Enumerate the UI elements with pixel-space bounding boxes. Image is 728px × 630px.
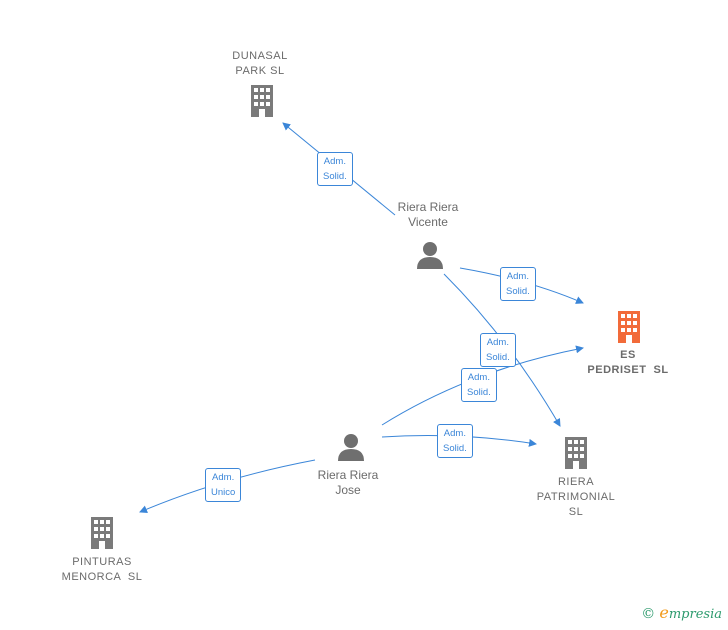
building-icon[interactable]	[87, 516, 117, 550]
role-badge-line1: Adm.	[467, 372, 490, 383]
role-badge-line1: Adm.	[212, 472, 235, 483]
role-badge-jose-pedriset[interactable]: Adm. Solid.	[461, 368, 497, 402]
brand-initial: e	[659, 603, 669, 622]
role-badge-line2: Solid.	[323, 171, 347, 182]
person-vicente-line1: Riera Riera	[397, 200, 459, 214]
person-vicente-label[interactable]: Riera Riera Vicente	[380, 200, 476, 230]
company-es-pedriset-line1: ES	[620, 349, 636, 361]
role-badge-vicente-patrimonial[interactable]: Adm. Solid.	[480, 333, 516, 367]
role-badge-vicente-dunasal[interactable]: Adm. Solid.	[317, 152, 353, 186]
company-riera-patrimonial-line3: SL	[568, 506, 584, 518]
role-badge-line2: Solid.	[467, 387, 491, 398]
company-pinturas-line2: MENORCA SL	[61, 571, 143, 583]
role-badge-line2: Unico	[211, 487, 236, 498]
empresia-watermark[interactable]: © empresia	[641, 603, 722, 622]
building-icon[interactable]	[614, 310, 644, 344]
person-vicente-line2: Vicente	[408, 215, 448, 229]
company-pinturas-label[interactable]: PINTURAS MENORCA SL	[52, 555, 152, 585]
building-icon[interactable]	[561, 436, 591, 470]
role-badge-line2: Solid.	[486, 352, 510, 363]
role-badge-line2: Solid.	[443, 443, 467, 454]
person-icon[interactable]	[415, 240, 445, 270]
role-badge-line1: Adm.	[506, 271, 529, 282]
company-dunasal-label[interactable]: DUNASAL PARK SL	[220, 49, 300, 79]
role-badge-vicente-pedriset[interactable]: Adm. Solid.	[500, 267, 536, 301]
company-pinturas-line1: PINTURAS	[72, 556, 132, 568]
company-riera-patrimonial-line2: PATRIMONIAL	[536, 491, 616, 503]
company-es-pedriset-line2: PEDRISET SL	[587, 364, 669, 376]
company-riera-patrimonial-line1: RIERA	[557, 476, 595, 488]
copyright-symbol: ©	[641, 606, 656, 622]
building-icon[interactable]	[247, 84, 277, 118]
company-dunasal-line1: DUNASAL	[232, 50, 288, 62]
person-jose-line2: Jose	[335, 483, 361, 497]
person-jose-label[interactable]: Riera Riera Jose	[300, 468, 396, 498]
role-badge-jose-patrimonial[interactable]: Adm. Solid.	[437, 424, 473, 458]
person-jose-line1: Riera Riera	[317, 468, 379, 482]
brand-name: mpresia	[668, 607, 722, 622]
person-icon[interactable]	[336, 432, 366, 462]
company-dunasal-line2: PARK SL	[235, 65, 285, 77]
role-badge-line1: Adm.	[443, 428, 466, 439]
role-badge-jose-pinturas[interactable]: Adm. Unico	[205, 468, 242, 502]
role-badge-line1: Adm.	[486, 337, 509, 348]
company-riera-patrimonial-label[interactable]: RIERA PATRIMONIAL SL	[528, 475, 624, 520]
role-badge-line1: Adm.	[323, 156, 346, 167]
role-badge-line2: Solid.	[506, 286, 530, 297]
company-es-pedriset-label[interactable]: ES PEDRISET SL	[580, 348, 676, 378]
